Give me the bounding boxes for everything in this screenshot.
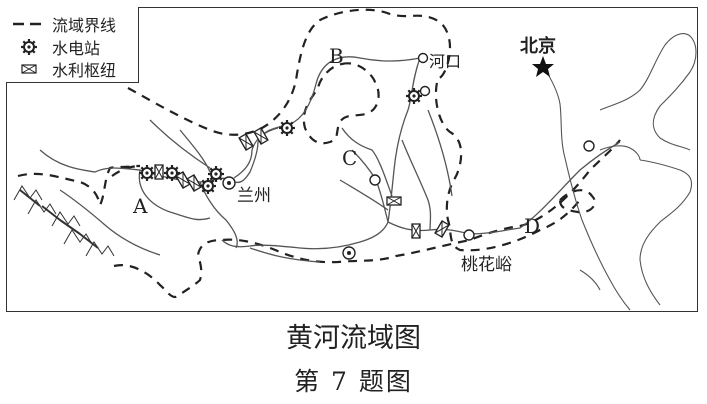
region-label-a: A (133, 194, 148, 218)
region-label-c: C (342, 146, 358, 170)
gear-icon (198, 176, 218, 196)
legend-label: 水电站 (52, 39, 101, 58)
dam-icon (434, 220, 450, 238)
dam-icon (411, 223, 421, 239)
dam-icon (154, 164, 164, 180)
dam-icon (238, 133, 254, 151)
taohuayu-marker (463, 229, 475, 241)
gear-icon (137, 163, 157, 183)
rivers (39, 56, 621, 263)
coastline (542, 33, 697, 311)
city-label-beijing: 北京 (520, 36, 556, 57)
region-label-b: B (329, 44, 344, 68)
figure-title: 黄河流域图 (286, 323, 421, 354)
dam-icon (12, 60, 46, 78)
legend-item-boundary: 流域界线 (12, 13, 116, 35)
dam-icon (386, 196, 402, 206)
station-marker (419, 85, 431, 97)
star-icon (532, 56, 554, 77)
legend-label: 流域界线 (52, 16, 117, 35)
water-conservancy-hubs (154, 127, 450, 239)
legend-item-hub: 水利枢纽 (12, 58, 116, 80)
dashed-line-icon (12, 15, 46, 33)
dam-icon (186, 174, 202, 192)
estuary-marker (583, 140, 595, 152)
gear-icon (404, 86, 424, 106)
city-label-taohuayu: 桃花峪 (461, 255, 512, 275)
city-label-hekou: 河口 (429, 52, 462, 71)
legend-item-hydropower: 水电站 (12, 36, 100, 58)
figure-subtitle: 第 7 题图 (294, 367, 413, 396)
c-marker (369, 174, 381, 186)
point-markers (222, 52, 595, 260)
gear-icon (277, 118, 297, 138)
region-label-d: D (524, 214, 541, 238)
gear-icon (206, 164, 226, 184)
hekou-marker (417, 52, 429, 64)
city-label-lanzhou: 兰州 (237, 186, 271, 206)
legend: 流域界线 水电站 水利枢纽 (6, 7, 139, 83)
legend-label: 水利枢纽 (52, 61, 117, 80)
mountain-icons (13, 185, 115, 257)
gear-icon (12, 37, 46, 57)
